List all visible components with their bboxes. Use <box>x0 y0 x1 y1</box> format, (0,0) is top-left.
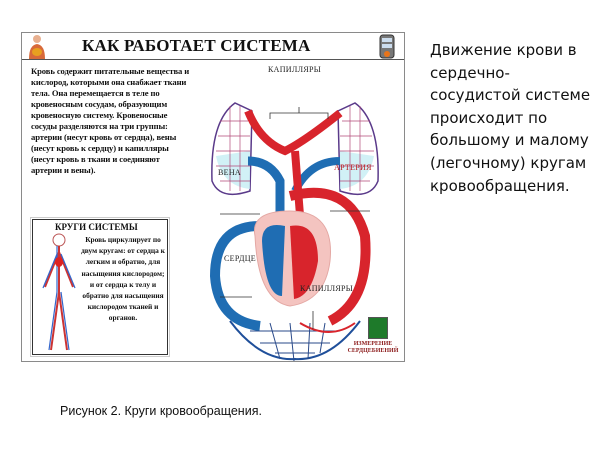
heartbeat-measure-button[interactable] <box>368 317 388 339</box>
anatomy-figure-icon <box>29 35 45 59</box>
circulatory-body-figure <box>42 233 76 351</box>
intro-text: Кровь содержит питательные вещества и ки… <box>31 66 190 175</box>
circulation-diagram <box>209 102 379 361</box>
circles-box: КРУГИ СИСТЕМЫ Кровь циркулирует по двум … <box>30 217 170 357</box>
label-capillaries-bottom[interactable]: КАПИЛЛЯРЫ <box>300 284 353 293</box>
label-vein[interactable]: ВЕНА <box>218 168 241 177</box>
side-description: Движение крови в сердечно-сосудистой сис… <box>430 41 591 195</box>
circles-box-title: КРУГИ СИСТЕМЫ <box>55 222 138 232</box>
poster-title: КАК РАБОТАЕТ СИСТЕМА <box>82 36 311 55</box>
circles-box-text: Кровь циркулирует по двум кругам: от сер… <box>81 235 165 323</box>
poster-frame: КАК РАБОТАЕТ СИСТЕМА Кровь содержит пита… <box>21 32 405 362</box>
heartbeat-measure-label[interactable]: ИЗМЕРЕНИЕ СЕРДЦЕБИЕНИЙ <box>347 341 399 354</box>
label-heart[interactable]: СЕРДЦЕ <box>224 254 256 263</box>
device-icon[interactable] <box>376 34 398 60</box>
label-capillaries-top: КАПИЛЛЯРЫ <box>268 65 321 74</box>
poster-header: КАК РАБОТАЕТ СИСТЕМА <box>22 33 404 60</box>
figure-caption: Рисунок 2. Круги кровообращения. <box>60 404 262 418</box>
label-artery[interactable]: АРТЕРИЯ <box>334 163 372 172</box>
